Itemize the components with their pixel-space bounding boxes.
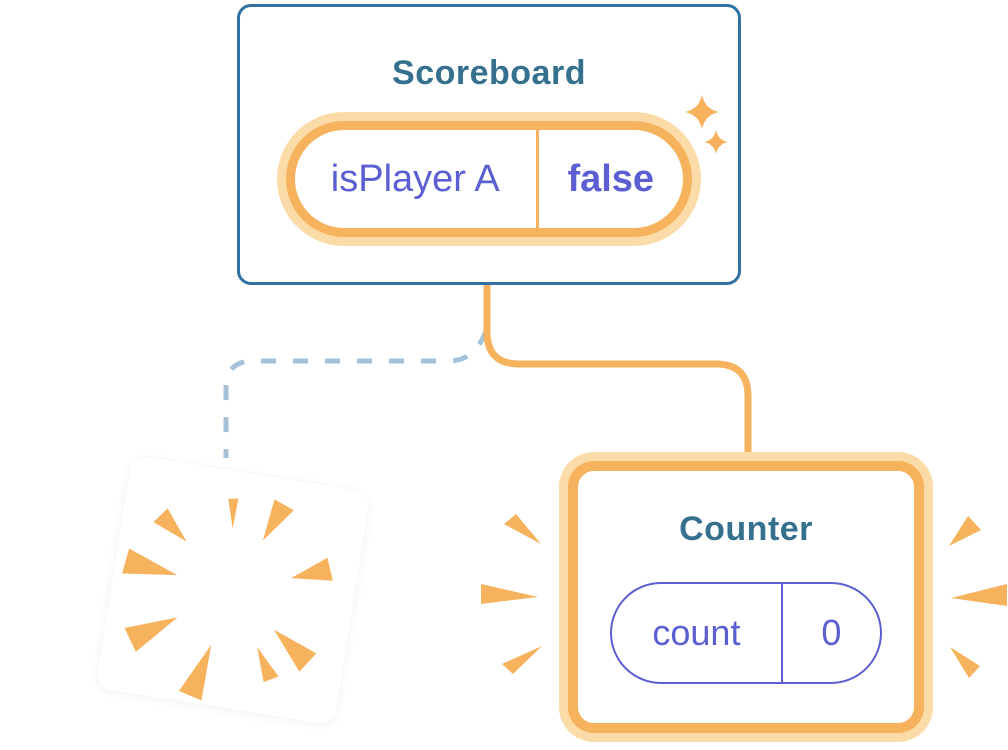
scoreboard-state-label: isPlayer A (295, 130, 539, 228)
counter-state-pill: count 0 (610, 582, 882, 684)
counter-title: Counter (679, 510, 813, 548)
counter-state-value: 0 (821, 612, 842, 653)
counter-state-label: count (612, 584, 783, 682)
emphasis-sparks-icon (481, 514, 1007, 678)
burst-rays-icon (122, 498, 333, 701)
scoreboard-state-value: false (567, 157, 655, 200)
active-branch-line (483, 285, 752, 458)
destroyed-component-card (95, 454, 371, 726)
scoreboard-state-pill: isPlayer A false (286, 121, 692, 237)
counter-component-card: Counter count 0 (568, 461, 924, 733)
scoreboard-component-card: Scoreboard isPlayer A false (237, 4, 741, 285)
scoreboard-title: Scoreboard (392, 54, 586, 92)
